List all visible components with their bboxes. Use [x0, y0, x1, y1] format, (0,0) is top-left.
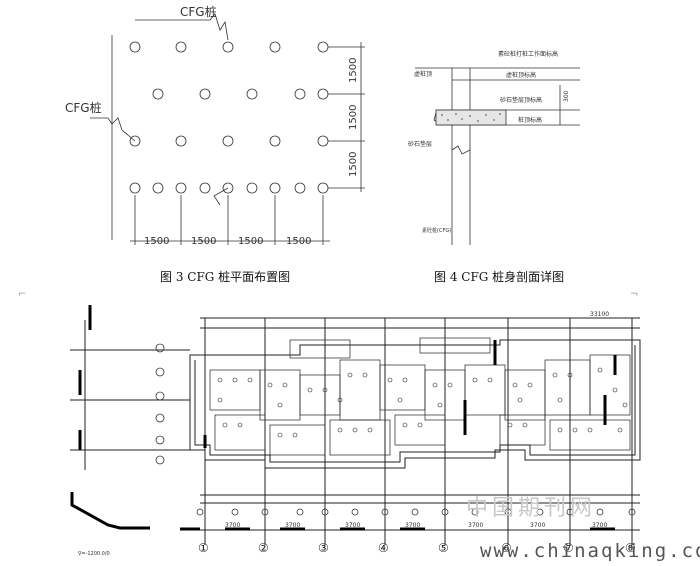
figure4-pile-section: 素砼桩打桩工作面标高 虚桩顶标高 砂石垫层顶标高 桩顶标高 虚桩顶 砂石垫层 素…: [408, 50, 580, 245]
plan-bottom-dim: 3700: [345, 522, 360, 529]
axis-number: ④: [378, 541, 389, 555]
axis-number: ⑦: [563, 541, 574, 555]
label-work-surface: 素砼桩打桩工作面标高: [498, 50, 558, 58]
page-corner-mark-right: ¬: [630, 289, 639, 300]
figure3-pile-plan: CFG桩 CFG桩 1500 1500 1500 1500 1500 1500 …: [65, 4, 365, 247]
plan-axis-numbers: ① ② ③ ④ ⑤ ⑥ ⑦ ⑧: [198, 541, 636, 555]
label-pile-body: 素砼桩(CFG): [422, 227, 451, 234]
spacing-right-2: 1500: [348, 105, 359, 130]
watermark-chinese: 中国期刊网: [466, 496, 597, 521]
spacing-bottom-3: 1500: [238, 236, 263, 247]
plan-bottom-dims: 3700 3700 3700 3700 3700 3700 3700: [225, 522, 607, 529]
axis-number: ⑧: [625, 541, 636, 555]
pile-label-top: CFG桩: [180, 4, 217, 19]
figure3-caption: 图 3 CFG 桩平面布置图: [160, 270, 291, 284]
spacing-bottom-1: 1500: [144, 236, 169, 247]
plan-heavy-walls: [78, 305, 617, 450]
spacing-right-3: 1500: [348, 152, 359, 177]
watermark-url: www.chinaqking.com: [480, 540, 700, 562]
plan-bottom-dim: 3700: [592, 522, 607, 529]
plan-bottom-dim: 3700: [225, 522, 240, 529]
plan-bottom-dim: 3700: [405, 522, 420, 529]
section-dim: 300: [563, 90, 570, 102]
axis-number: ①: [198, 541, 209, 555]
pile-grid: [129, 41, 329, 194]
label-cap-top: 虚桩顶标高: [506, 71, 536, 79]
plan-outline: [70, 317, 641, 545]
plan-bottom-dim: 3700: [530, 522, 545, 529]
plan-bottom-dim: 3700: [468, 522, 483, 529]
foundation-plan: 33100 ∇=-1200.0/0 3700 3700 3700 3700 37…: [70, 305, 641, 557]
plan-rooms: [209, 337, 631, 456]
label-virtual-pile: 虚桩顶: [414, 70, 432, 78]
figure4-caption: 图 4 CFG 桩身剖面详图: [434, 270, 565, 284]
spacing-bottom-2: 1500: [191, 236, 216, 247]
axis-number: ⑥: [501, 541, 512, 555]
label-sand-cushion: 砂石垫层: [408, 140, 432, 148]
axis-number: ⑤: [438, 541, 449, 555]
plan-corner-note: ∇=-1200.0/0: [77, 551, 110, 557]
spacing-bottom-4: 1500: [286, 236, 311, 247]
plan-pile-dots: [217, 367, 628, 438]
label-pile-top: 桩顶标高: [518, 116, 542, 124]
plan-bottom-dim: 3700: [285, 522, 300, 529]
plan-top-dim: 33100: [590, 311, 609, 318]
axis-number: ③: [318, 541, 329, 555]
pile-label-left: CFG桩: [65, 100, 102, 115]
label-cushion-top: 砂石垫层顶标高: [500, 96, 542, 104]
spacing-right-1: 1500: [348, 58, 359, 83]
axis-number: ②: [258, 541, 269, 555]
page-corner-mark-left: ⌐: [18, 289, 27, 300]
left-axis-bubbles: [155, 343, 636, 516]
north-corner-mark: [70, 492, 150, 530]
